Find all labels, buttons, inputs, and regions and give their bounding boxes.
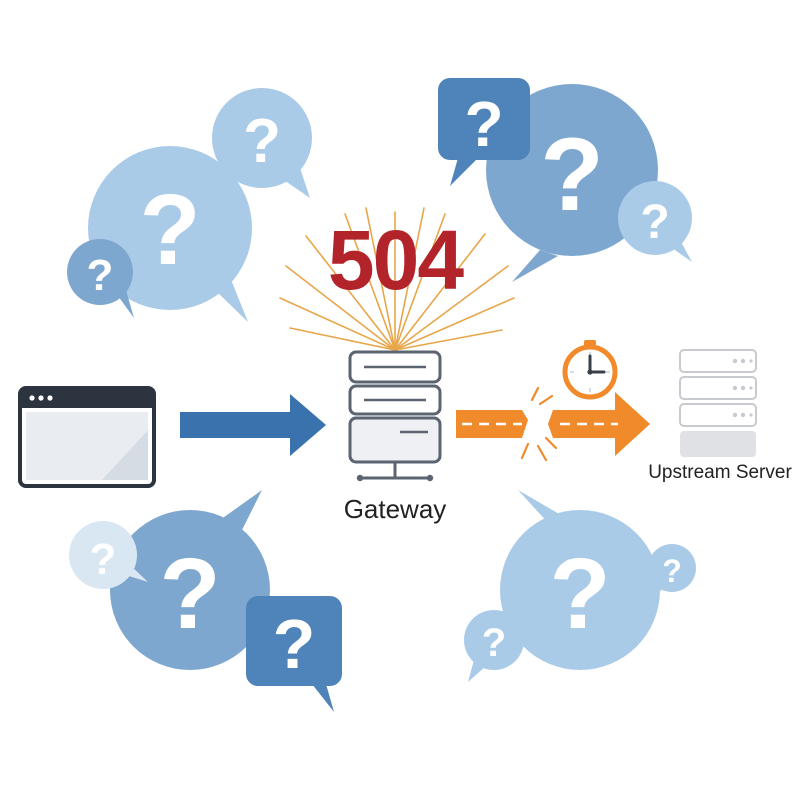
question-bubble: ? [618, 181, 692, 262]
question-bubble: ? [500, 490, 660, 670]
upstream-server-label: Upstream Server [648, 462, 792, 483]
question-mark-icon: ? [549, 538, 610, 650]
question-mark-icon: ? [87, 251, 114, 300]
browser-window-icon [18, 386, 156, 488]
question-bubble-cluster-bottom-right: ? ? ? [464, 490, 696, 682]
question-bubble: ? [246, 596, 342, 712]
request-arrow [180, 394, 326, 456]
clock-icon [562, 340, 618, 400]
question-mark-icon: ? [640, 196, 669, 249]
question-mark-icon: ? [662, 553, 682, 589]
broken-connection-icon [520, 386, 558, 462]
question-bubble: ? [110, 490, 270, 670]
upstream-server-icon [679, 349, 757, 457]
gateway-server-icon [348, 350, 442, 482]
question-bubble: ? [640, 544, 696, 600]
question-bubble: ? [212, 88, 312, 198]
question-bubble: ? [464, 610, 524, 682]
gateway-label: Gateway [343, 494, 447, 524]
question-mark-icon: ? [464, 88, 503, 160]
error-code: 504 [327, 213, 464, 307]
question-mark-icon: ? [159, 538, 220, 650]
question-bubble-cluster-bottom-left: ? ? ? [69, 490, 342, 712]
question-mark-icon: ? [139, 174, 200, 286]
question-bubble: ? [438, 78, 530, 186]
question-bubble-cluster-top-left: ? ? ? [67, 88, 312, 322]
timeout-arrow [456, 392, 650, 456]
question-mark-icon: ? [540, 117, 604, 233]
question-mark-icon: ? [273, 605, 316, 683]
question-mark-icon: ? [90, 535, 117, 584]
question-bubble: ? [69, 521, 148, 589]
question-bubble: ? [67, 239, 134, 318]
question-bubble-cluster-top-right: ? ? ? [438, 78, 692, 282]
question-mark-icon: ? [482, 621, 506, 665]
alert-rays [279, 207, 515, 351]
question-mark-icon: ? [243, 107, 281, 176]
